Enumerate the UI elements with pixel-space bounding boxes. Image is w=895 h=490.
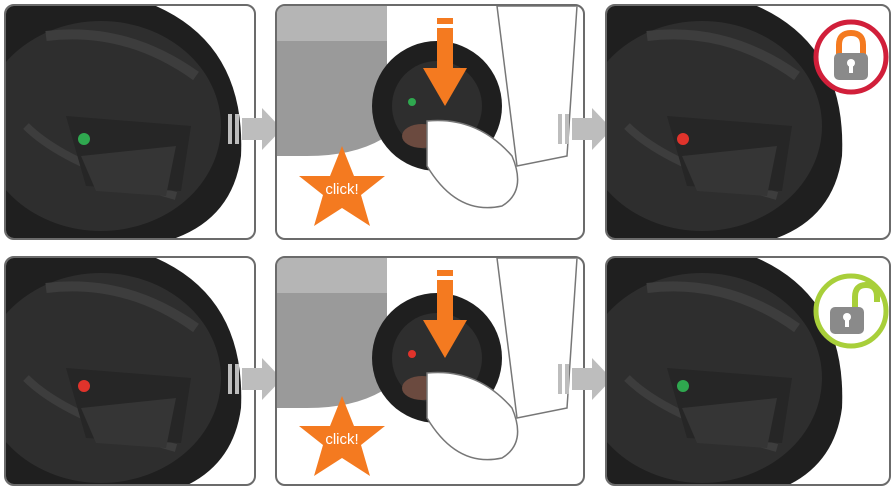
brake-led [78, 133, 90, 145]
brake-led [408, 350, 416, 358]
flow-arrow [228, 350, 284, 415]
press-down-arrow [423, 18, 467, 106]
padlock-closed-icon [812, 18, 890, 101]
foot-press-illustration: click! [277, 258, 578, 476]
row2-before-panel [4, 256, 256, 486]
brake-led [677, 133, 689, 145]
brake-led [408, 98, 416, 106]
flow-arrow [228, 100, 284, 165]
row1-after-panel [605, 4, 891, 240]
brake-led [677, 380, 689, 392]
foot-press-illustration: click! [277, 6, 578, 226]
wheel-brake-illustration [6, 6, 242, 238]
wheel-brake-illustration [607, 258, 843, 484]
row2-press-panel: click! [275, 256, 585, 486]
row1-before-panel [4, 4, 256, 240]
click-star: click! [299, 146, 385, 226]
row2-after-panel [605, 256, 891, 486]
row1-press-panel: click! [275, 4, 585, 240]
click-label: click! [325, 431, 358, 448]
flow-arrow [558, 350, 614, 415]
click-star: click! [299, 396, 385, 476]
flow-arrow [558, 100, 614, 165]
press-down-arrow [423, 270, 467, 358]
click-label: click! [325, 181, 358, 198]
wheel-brake-illustration [607, 6, 843, 238]
wheel-brake-illustration [6, 258, 242, 484]
padlock-open-icon [812, 272, 890, 355]
brake-led [78, 380, 90, 392]
